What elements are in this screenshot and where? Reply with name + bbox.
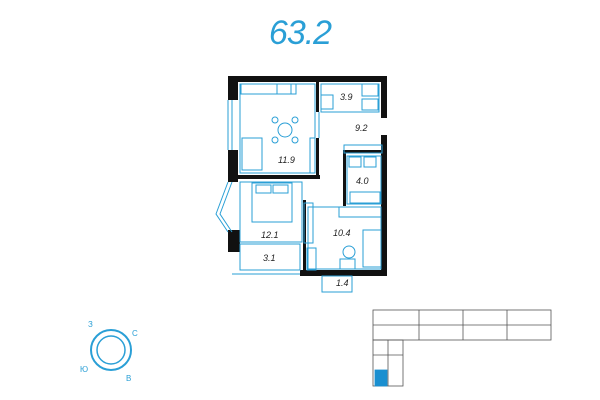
room-area-bathroom: 3.9 [340, 92, 353, 102]
total-area: 63.2 [268, 14, 332, 52]
apartment-location-marker [374, 369, 388, 387]
room-area-bathroom-2: 4.0 [356, 176, 369, 186]
compass: З С В Ю [80, 320, 138, 383]
room-area-kitchen-living: 11.9 [278, 155, 295, 165]
room-area-loggia: 3.1 [263, 253, 276, 263]
rooms-outline [215, 83, 382, 293]
furniture [240, 83, 383, 271]
room-area-hallway: 9.2 [355, 123, 368, 133]
room-area-hall: 10.4 [333, 228, 351, 238]
room-labels: 11.9 3.9 9.2 4.0 12.1 10.4 3.1 1.4 [261, 92, 369, 288]
compass-west: З [88, 320, 93, 329]
room-area-bedroom: 12.1 [261, 230, 279, 240]
building-key-plan [372, 309, 552, 387]
compass-east: В [126, 374, 131, 383]
compass-south: Ю [80, 365, 88, 374]
compass-north: С [132, 329, 138, 338]
room-area-vestibule: 1.4 [336, 278, 349, 288]
